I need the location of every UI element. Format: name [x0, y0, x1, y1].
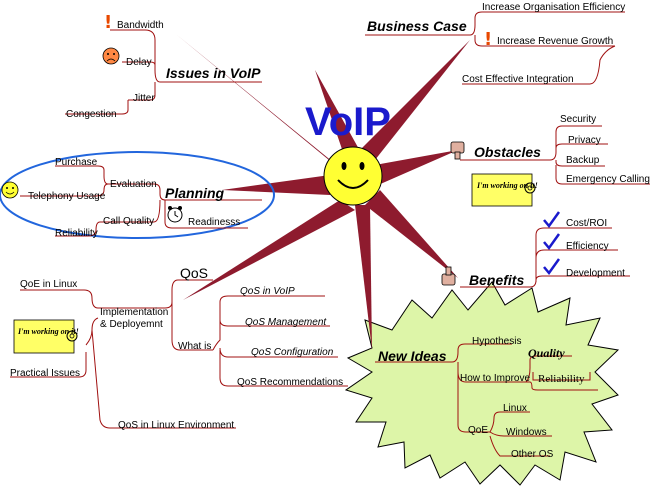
planning-reliability[interactable]: Reliability	[55, 228, 98, 239]
exclamation-icon: !	[104, 12, 112, 33]
new-ideas-burst	[344, 281, 620, 486]
new-ideas-qoe[interactable]: QoE	[468, 425, 488, 436]
new-ideas-how-to-improve[interactable]: How to Improve	[460, 373, 530, 384]
qos-practical-issues[interactable]: Practical Issues	[10, 368, 80, 379]
sad-face-icon	[102, 47, 120, 65]
business-cost[interactable]: Cost Effective Integration	[462, 74, 574, 85]
obstacles-emergency[interactable]: Emergency Calling	[566, 174, 650, 185]
obstacles-note: I'm working on it!	[471, 173, 538, 207]
planning-readiness[interactable]: Readinesss	[188, 217, 240, 228]
qos-management[interactable]: QoS Management	[245, 317, 327, 328]
qos-implementation-line1: Implementation	[100, 307, 168, 318]
issues-delay[interactable]: Delay	[126, 57, 152, 68]
qos-note-text: I'm working on it!	[17, 327, 79, 336]
benefits-development[interactable]: Development	[566, 268, 625, 279]
business-efficiency[interactable]: Increase Organisation Efficiency	[482, 2, 625, 13]
issues-bandwidth[interactable]: Bandwidth	[117, 20, 164, 31]
issues-title[interactable]: Issues in VoIP	[166, 65, 261, 81]
business-case-title[interactable]: Business Case	[367, 18, 467, 34]
planning-telephony-usage[interactable]: Telephony Usage	[28, 191, 106, 202]
planning-branch	[20, 165, 262, 237]
benefits-efficiency[interactable]: Efficiency	[566, 241, 609, 252]
qos-in-voip[interactable]: QoS in VoIP	[240, 286, 295, 297]
sun-face-icon	[323, 146, 383, 206]
qos-configuration[interactable]: QoS Configuration	[251, 347, 334, 358]
business-case-branch	[365, 11, 625, 85]
benefits-cost-roi[interactable]: Cost/ROI	[566, 218, 607, 229]
planning-title[interactable]: Planning	[165, 185, 225, 201]
new-ideas-title[interactable]: New Ideas	[378, 348, 447, 364]
checkmark-icon	[543, 211, 561, 276]
obstacles-branch	[460, 125, 650, 185]
new-ideas-branch	[375, 343, 598, 457]
exclamation-icon: !	[484, 29, 492, 50]
qos-recommendations[interactable]: QoS Recommendations	[237, 377, 343, 388]
qos-implementation[interactable]: Implementation & Deployemnt	[100, 307, 171, 330]
obstacles-backup[interactable]: Backup	[566, 155, 600, 166]
planning-call-quality[interactable]: Call Quality	[103, 216, 154, 227]
central-title: VoIP	[305, 100, 391, 144]
new-ideas-windows[interactable]: Windows	[506, 427, 547, 438]
qos-title[interactable]: QoS	[180, 265, 208, 281]
benefits-title[interactable]: Benefits	[469, 272, 524, 288]
qos-branch	[10, 279, 348, 429]
planning-evaluation[interactable]: Evaluation	[110, 179, 157, 190]
issues-jitter[interactable]: Jitter	[133, 93, 155, 104]
qos-what-is[interactable]: What is	[178, 341, 211, 352]
obstacles-title[interactable]: Obstacles	[474, 144, 541, 160]
obstacles-privacy[interactable]: Privacy	[568, 135, 601, 146]
new-ideas-quality[interactable]: Quality	[528, 346, 565, 360]
qos-implementation-line2: & Deployemnt	[100, 319, 163, 330]
business-revenue[interactable]: Increase Revenue Growth	[497, 36, 613, 47]
new-ideas-hypothesis[interactable]: Hypothesis	[472, 336, 521, 347]
smiley-icon	[1, 181, 19, 199]
obstacles-security[interactable]: Security	[560, 114, 596, 125]
thumbs-up-icon	[441, 266, 456, 286]
obstacles-note-text: I'm working on it!	[476, 181, 538, 190]
qos-linux-environment[interactable]: QoS in Linux Environment	[118, 420, 234, 431]
qos-qoe-linux[interactable]: QoE in Linux	[20, 279, 77, 290]
benefits-branch	[460, 227, 630, 288]
planning-purchase[interactable]: Purchase	[55, 157, 98, 168]
new-ideas-reliability[interactable]: Reliability	[538, 373, 585, 385]
thumbs-down-icon	[450, 141, 465, 160]
new-ideas-linux[interactable]: Linux	[503, 403, 527, 414]
qos-note: I'm working on it!	[13, 319, 79, 354]
planning-ellipse	[0, 151, 275, 239]
issues-congestion[interactable]: Congestion	[66, 109, 117, 120]
central-star	[177, 35, 470, 350]
issues-branch	[65, 29, 262, 115]
new-ideas-other-os[interactable]: Other OS	[511, 449, 554, 460]
alarm-clock-icon	[167, 206, 183, 223]
